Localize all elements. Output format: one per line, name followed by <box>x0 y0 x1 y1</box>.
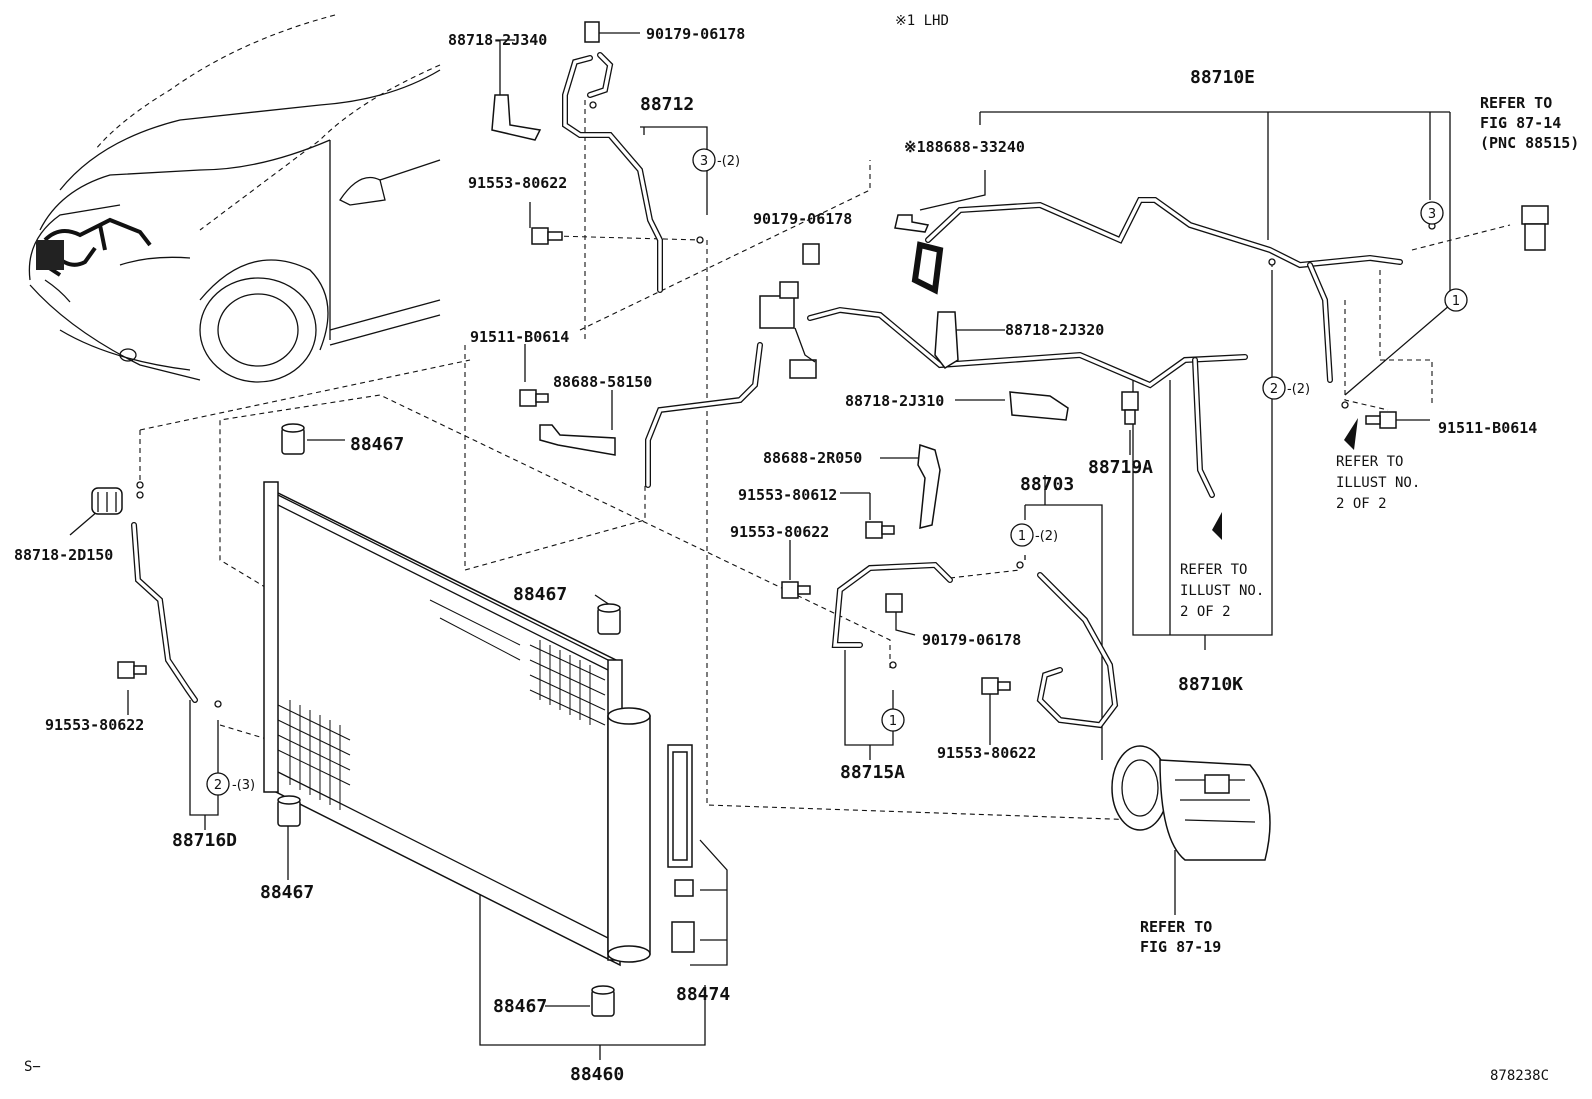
svg-text:-(2): -(2) <box>717 154 740 169</box>
label-88467-a: 88467 <box>350 434 404 455</box>
nut-90179-low <box>885 593 903 613</box>
cushion-88467-a <box>281 423 305 455</box>
small-parts <box>91 21 1549 708</box>
label-88460: 88460 <box>570 1064 624 1085</box>
header-note: ※1 LHD <box>895 13 949 29</box>
pressure-switch-88719A <box>1121 391 1139 425</box>
label-88718-2D150: 88718-2D150 <box>14 546 113 564</box>
svg-text:-(3): -(3) <box>232 778 255 793</box>
label-88688-2R050: 88688-2R050 <box>763 449 862 467</box>
svg-text:1: 1 <box>1452 294 1460 309</box>
vehicle-illustration <box>28 14 441 383</box>
svg-text:REFER TO: REFER TO <box>1180 562 1247 578</box>
svg-text:REFER TO: REFER TO <box>1480 94 1552 112</box>
clamp-88718-2J320 <box>934 311 959 369</box>
circle-ref-1-88715: 1 <box>881 708 905 732</box>
svg-text:ILLUST NO.: ILLUST NO. <box>1180 583 1264 599</box>
svg-text:REFER TO: REFER TO <box>1336 454 1403 470</box>
svg-text:2: 2 <box>1270 382 1278 397</box>
label-88474: 88474 <box>676 984 730 1005</box>
label-88716D: 88716D <box>172 830 237 851</box>
part-pnc-88515 <box>1521 205 1549 251</box>
figure-code: 878238C <box>1490 1068 1549 1084</box>
label-88688-58150: 88688-58150 <box>553 373 652 391</box>
circle-ref-1-88703: 1 -(2) <box>1010 523 1058 547</box>
label-91511-B0614-right: 91511-B0614 <box>1438 419 1537 437</box>
refer-note-fig-87-14: REFER TO FIG 87-14 (PNC 88515) <box>1480 94 1579 152</box>
nut-90179-top <box>584 21 600 43</box>
label-88710E: 88710E <box>1190 67 1255 88</box>
label-91553-80622-a: 91553-80622 <box>468 174 567 192</box>
bolt-91511-B0614-right <box>1365 411 1397 429</box>
label-90179-06178-top: 90179-06178 <box>646 25 745 43</box>
refer-note-illust-mid: REFER TO ILLUST NO. 2 OF 2 <box>1180 562 1264 620</box>
refer-note-fig-87-19: REFER TO FIG 87-19 <box>1140 918 1221 956</box>
plug-88474 <box>671 879 695 953</box>
svg-text:3: 3 <box>1428 207 1436 222</box>
circle-ref-2-mid: 2 -(2) <box>1262 376 1310 400</box>
label-91511-B0614-left: 91511-B0614 <box>470 328 569 346</box>
refer-note-illust-right: REFER TO ILLUST NO. 2 OF 2 <box>1336 454 1420 512</box>
svg-text:-(2): -(2) <box>1035 529 1058 544</box>
svg-text:2: 2 <box>214 778 222 793</box>
circle-ref-1-right: 1 <box>1444 288 1468 312</box>
bolt-91553-80622-d <box>117 661 147 679</box>
svg-text:2 OF 2: 2 OF 2 <box>1180 604 1231 620</box>
nut-90179-mid <box>802 243 820 265</box>
circle-ref-2-left: 2 -(3) <box>206 772 255 796</box>
label-88467-d: 88467 <box>493 996 547 1017</box>
svg-text:REFER TO: REFER TO <box>1140 918 1212 936</box>
footer-left: S− <box>24 1059 41 1075</box>
label-88712: 88712 <box>640 94 694 115</box>
clamp-88718-2J340 <box>491 94 542 141</box>
bracket-88688-58150 <box>539 424 616 456</box>
label-88467-b: 88467 <box>513 584 567 605</box>
label-88719A: 88719A <box>1088 457 1153 478</box>
svg-text:1: 1 <box>1018 529 1026 544</box>
cap-88718-2D150 <box>91 487 123 515</box>
clamp-88718-2J310 <box>1009 391 1069 421</box>
bolt-91553-80622-b <box>781 581 811 599</box>
cushion-88467-d <box>591 985 615 1017</box>
expansion-valve-block <box>759 281 817 379</box>
bolt-91511-B0614-left <box>519 389 549 407</box>
bolt-91553-80612 <box>865 521 895 539</box>
bolt-91553-80622-a <box>531 227 563 245</box>
label-88710K: 88710K <box>1178 674 1243 695</box>
leader-lines <box>69 32 1511 1060</box>
pipes <box>131 52 1403 729</box>
label-88718-2J340: 88718-2J340 <box>448 31 547 49</box>
label-91553-80622-c: 91553-80622 <box>937 744 1036 762</box>
svg-text:-(2): -(2) <box>1287 382 1310 397</box>
condenser-88460 <box>263 423 695 1017</box>
bracket-88688-33240 <box>894 214 930 233</box>
svg-text:2 OF 2: 2 OF 2 <box>1336 496 1387 512</box>
bracket-88688-2R050 <box>917 443 941 529</box>
label-91553-80622-b: 91553-80622 <box>730 523 829 541</box>
bolt-91553-80622-c <box>981 677 1011 695</box>
svg-text:(PNC 88515): (PNC 88515) <box>1480 134 1579 152</box>
label-88688-33240: ※188688-33240 <box>904 138 1025 156</box>
label-88718-2J310: 88718-2J310 <box>845 392 944 410</box>
svg-text:1: 1 <box>889 714 897 729</box>
label-91553-80622-d: 91553-80622 <box>45 716 144 734</box>
cushion-88467-b <box>597 603 621 635</box>
cushion-88467-c <box>277 795 301 827</box>
label-88703: 88703 <box>1020 474 1074 495</box>
svg-text:ILLUST NO.: ILLUST NO. <box>1336 475 1420 491</box>
svg-text:FIG 87-14: FIG 87-14 <box>1480 114 1561 132</box>
svg-text:FIG 87-19: FIG 87-19 <box>1140 938 1221 956</box>
part-labels: ※1 LHD 88718-2J340 90179-06178 88712 915… <box>14 13 1537 1085</box>
svg-text:3: 3 <box>700 154 708 169</box>
label-90179-06178-low: 90179-06178 <box>922 631 1021 649</box>
label-88715A: 88715A <box>840 762 905 783</box>
label-88718-2J320: 88718-2J320 <box>1005 321 1104 339</box>
circle-ref-3-right: 3 <box>1420 201 1444 225</box>
label-88467-c: 88467 <box>260 882 314 903</box>
label-91553-80612: 91553-80612 <box>738 486 837 504</box>
label-90179-06178-mid: 90179-06178 <box>753 210 852 228</box>
circle-ref-3-top: 3 -(2) <box>692 148 740 172</box>
compressor <box>1111 745 1271 861</box>
